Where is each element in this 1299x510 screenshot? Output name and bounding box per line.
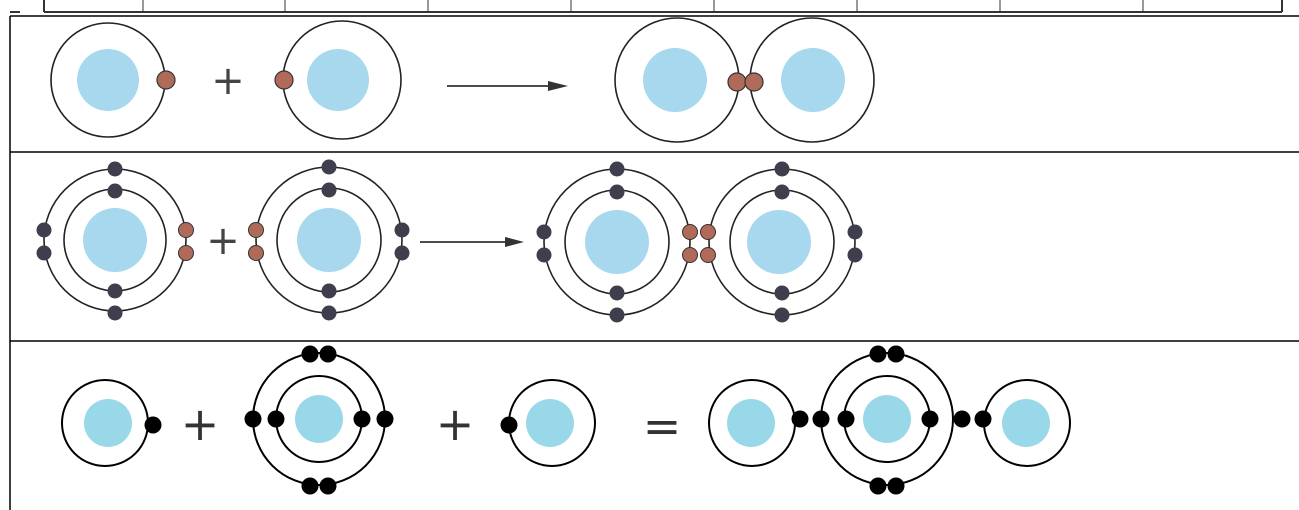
row3-atom-center <box>244 345 394 495</box>
nucleus <box>295 395 343 443</box>
nucleus <box>643 48 707 112</box>
reaction-arrow <box>420 237 524 247</box>
nucleus <box>77 49 139 111</box>
nucleus <box>297 208 361 272</box>
row-3-reaction: + + = <box>61 345 1071 495</box>
plus-sign: + <box>206 218 240 264</box>
shared-electron <box>682 224 716 263</box>
row3-atom-h-right <box>500 379 596 467</box>
electron <box>244 345 394 495</box>
shared-electron <box>178 222 194 261</box>
electron <box>156 70 176 90</box>
plus-sign: + <box>211 58 245 104</box>
reaction-arrow <box>447 81 568 91</box>
electron <box>274 70 294 90</box>
row2-atom-left <box>36 161 194 321</box>
plus-sign: + <box>181 397 220 451</box>
electron <box>791 345 992 495</box>
nucleus <box>747 210 811 274</box>
row-1-reaction: + <box>50 17 875 143</box>
nucleus <box>526 399 574 447</box>
top-table-edge <box>10 0 1283 13</box>
row2-molecule <box>536 161 863 323</box>
row-2-reaction: + <box>36 159 863 323</box>
nucleus <box>83 208 147 272</box>
nucleus <box>1002 399 1050 447</box>
nucleus <box>307 49 369 111</box>
frame <box>9 15 1299 510</box>
electron <box>500 416 518 434</box>
equals-sign: = <box>643 399 682 453</box>
nucleus <box>84 399 132 447</box>
nucleus <box>781 48 845 112</box>
row1-atom-right <box>274 20 402 140</box>
electron <box>36 161 123 321</box>
row3-molecule <box>708 345 1071 495</box>
electron <box>144 416 162 434</box>
electron <box>321 159 410 321</box>
electron <box>536 161 863 323</box>
nucleus <box>727 399 775 447</box>
nucleus <box>863 395 911 443</box>
shared-electron <box>727 72 747 92</box>
shared-electron <box>248 222 264 261</box>
row2-atom-right <box>248 159 410 321</box>
plus-sign: + <box>436 397 475 451</box>
row1-atom-left <box>50 22 176 138</box>
row1-molecule <box>614 17 875 143</box>
shared-electron <box>744 72 764 92</box>
row3-atom-h-left <box>61 379 162 467</box>
nucleus <box>585 210 649 274</box>
